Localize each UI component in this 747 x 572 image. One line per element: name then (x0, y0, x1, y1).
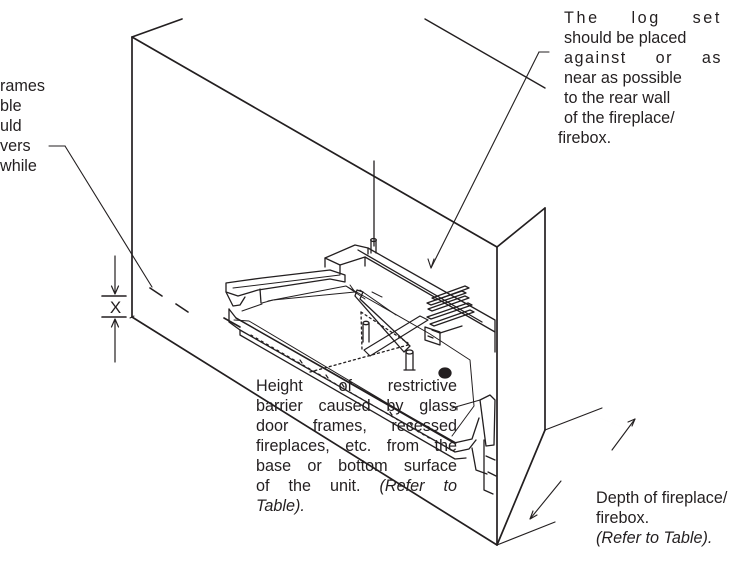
fireplace-box (129, 18, 546, 546)
log-set-line-3: against or as (564, 49, 722, 67)
log-set-line-4: near as possible (564, 69, 682, 87)
left-note-line-3: uld (0, 117, 22, 135)
log-set-line-7: firebox. (558, 129, 612, 147)
height-line-3: door frames, recessed (256, 417, 457, 435)
height-line-4: fireplaces, etc. from the (256, 437, 457, 455)
depth-line-2: firebox. (596, 509, 650, 527)
log-set-line-5: to the rear wall (564, 89, 671, 107)
x-height-label: X (109, 298, 122, 317)
log-set-line-2: should be placed (564, 29, 687, 47)
vent-slats (426, 285, 475, 327)
left-note-line-1: rames (0, 77, 45, 95)
left-annotation: rames ble uld vers while (0, 76, 150, 176)
log-set-line-6: of the fireplace/ (564, 109, 675, 127)
height-line-1: Height of restrictive (256, 377, 457, 395)
height-line-6: of the unit. (Refer to (256, 476, 457, 496)
height-line-6-text: of the unit. (256, 477, 361, 495)
depth-annotation: Depth of fireplace/ firebox. (Refer to T… (596, 488, 746, 548)
log-set-line-1: The log set (564, 9, 722, 27)
log-grate (225, 237, 497, 495)
left-note-line-4: vers (0, 137, 31, 155)
depth-line-1: Depth of fireplace/ (596, 489, 728, 507)
left-note-line-2: ble (0, 97, 22, 115)
log-set-annotation: The log set should be placed against or … (556, 8, 722, 148)
height-marker (101, 255, 241, 363)
height-line-5: base or bottom surface (256, 457, 457, 475)
height-annotation: Height of restrictive barrier caused by … (256, 376, 457, 516)
leader-lines (48, 51, 636, 546)
left-note-line-5: while (0, 157, 37, 175)
height-line-2: barrier caused by glass (256, 397, 457, 415)
height-line-7: Table). (256, 497, 305, 515)
depth-refer-table: (Refer to Table). (596, 529, 713, 547)
height-refer-table: (Refer to (379, 477, 457, 495)
